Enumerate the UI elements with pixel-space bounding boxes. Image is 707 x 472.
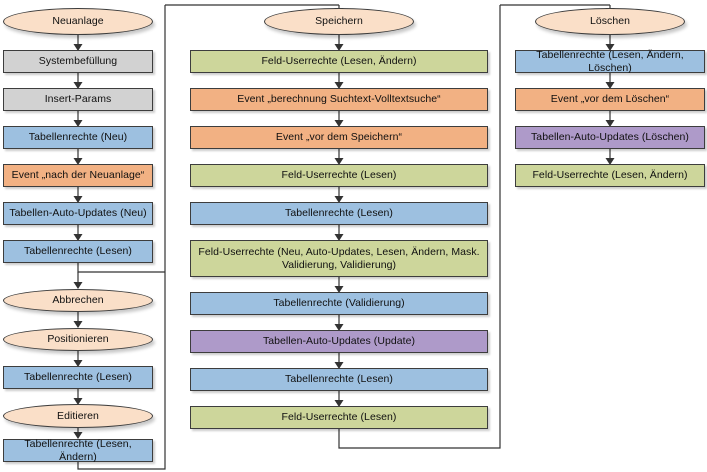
node-label: Feld-Userrechte (Lesen, Ändern) [261, 55, 417, 68]
node-feld-userrechte-lesen-aendern-right[interactable]: Feld-Userrechte (Lesen, Ändern) [515, 164, 705, 187]
node-label: Tabellenrechte (Lesen) [285, 373, 393, 386]
arrow-event-nach-neuanlage-auto-updates [73, 186, 83, 203]
node-event-berechnung-suchtext[interactable]: Event „berechnung Suchtext-Volltextsuche… [190, 88, 488, 111]
node-tabellenrechte-lesen-aendern-loeschen[interactable]: Tabellenrechte (Lesen, Ändern, Löschen) [515, 49, 705, 74]
arrow-tabellenrechte-lesen2-editieren [73, 388, 83, 405]
node-label: Tabellenrechte (Lesen, Ändern, Löschen) [536, 49, 684, 74]
arrow-feld-userrechte-lesen-tabellenrechte-lesen [334, 186, 344, 203]
arrow-feld-userrechte-multi-tabellenrechte-validierung [334, 276, 344, 293]
node-event-vor-dem-loeschen[interactable]: Event „vor dem Löschen“ [515, 88, 705, 111]
node-label: Feld-Userrechte (Lesen) [281, 169, 397, 182]
arrow-tabellenrechte-validierung-auto-updates-update [334, 314, 344, 331]
connector-speichern-bottom-return [338, 5, 501, 449]
node-label: Editieren [57, 409, 99, 422]
node-label: Speichern [315, 15, 363, 28]
node-label: Tabellen-Auto-Updates (Löschen) [531, 131, 689, 144]
node-tabellen-auto-updates-update[interactable]: Tabellen-Auto-Updates (Update) [190, 330, 488, 353]
node-label: Event „berechnung Suchtext-Volltextsuche… [237, 93, 441, 106]
node-feld-userrechte-lesen-2[interactable]: Feld-Userrechte (Lesen) [190, 406, 488, 429]
node-label: Feld-Userrechte (Lesen, Ändern) [532, 169, 688, 182]
node-label: Neuanlage [52, 15, 104, 28]
node-tabellenrechte-lesen-mid-1[interactable]: Tabellenrechte (Lesen) [190, 202, 488, 225]
node-neuanlage[interactable]: Neuanlage [3, 8, 153, 35]
node-tabellenrechte-lesen-2[interactable]: Tabellenrechte (Lesen) [3, 366, 153, 389]
node-label: Event „vor dem Löschen“ [550, 93, 670, 106]
node-label: Event „nach der Neuanlage“ [11, 169, 145, 182]
node-label: Tabellen-Auto-Updates (Neu) [9, 207, 147, 220]
node-systembefuellung[interactable]: Systembefüllung [3, 50, 153, 73]
arrow-tabellenrechte-lesen-feld-userrechte-multi [334, 224, 344, 241]
arrow-event-vor-speichern-feld-userrechte-lesen [334, 148, 344, 165]
arrow-neuanlage-systembefuellung [73, 34, 83, 51]
node-tabellenrechte-neu[interactable]: Tabellenrechte (Neu) [3, 126, 153, 149]
arrow-abbrechen-positionieren [73, 311, 83, 328]
arrow-auto-updates-loeschen-feld-userrechte [605, 148, 615, 165]
node-tabellenrechte-lesen-mid-2[interactable]: Tabellenrechte (Lesen) [190, 368, 488, 391]
node-tabellen-auto-updates-loeschen[interactable]: Tabellen-Auto-Updates (Löschen) [515, 126, 705, 149]
arrow-feld-userrechte-event-berechnung [334, 72, 344, 89]
arrow-tabellenrechte-neu-event-nach-neuanlage [73, 148, 83, 165]
arrow-tabellenrechte-event-vor-loeschen [605, 72, 615, 89]
connector-left-column-bottom-return [77, 5, 166, 470]
node-label: Löschen [589, 15, 631, 28]
node-event-vor-dem-speichern[interactable]: Event „vor dem Speichern“ [190, 126, 488, 149]
node-tabellenrechte-lesen-1[interactable]: Tabellenrechte (Lesen) [3, 240, 153, 263]
node-label: Tabellenrechte (Neu) [28, 131, 128, 144]
node-label: Positionieren [47, 333, 109, 346]
arrow-speichern-feld-userrechte-lesen-aendern [334, 34, 344, 51]
node-label: Tabellenrechte (Validierung) [273, 297, 405, 310]
node-tabellenrechte-lesen-aendern[interactable]: Tabellenrechte (Lesen, Ändern) [3, 438, 153, 463]
node-label: Tabellenrechte (Lesen) [24, 371, 132, 384]
node-label: Tabellenrechte (Lesen) [24, 245, 132, 258]
arrow-loeschen-tabellenrechte-lesen-aendern-loeschen [605, 34, 615, 51]
arrow-systembefuellung-insertparams [73, 72, 83, 89]
arrow-auto-updates-update-tabellenrechte-lesen3 [334, 352, 344, 369]
arrow-event-vor-loeschen-auto-updates-loeschen [605, 110, 615, 127]
node-label: Event „vor dem Speichern“ [275, 131, 403, 144]
node-label: Systembefüllung [38, 55, 118, 68]
connector-tabellenrechte-lesen-to-abbrechen-and-branch [73, 262, 165, 289]
node-speichern[interactable]: Speichern [264, 8, 414, 35]
node-feld-userrechte-lesen-aendern[interactable]: Feld-Userrechte (Lesen, Ändern) [190, 50, 488, 73]
node-label: Tabellenrechte (Lesen, Ändern) [24, 438, 132, 463]
node-editieren[interactable]: Editieren [3, 404, 153, 428]
node-label: Feld-Userrechte (Neu, Auto-Updates, Lese… [198, 246, 480, 271]
node-feld-userrechte-multi[interactable]: Feld-Userrechte (Neu, Auto-Updates, Lese… [190, 240, 488, 277]
node-label: Tabellenrechte (Lesen) [285, 207, 393, 220]
node-tabellenrechte-validierung[interactable]: Tabellenrechte (Validierung) [190, 292, 488, 315]
arrow-auto-updates-tabellenrechte-lesen [73, 224, 83, 241]
node-label: Insert-Params [44, 93, 112, 106]
arrow-insertparams-tabellenrechte-neu [73, 110, 83, 127]
node-abbrechen[interactable]: Abbrechen [3, 289, 153, 312]
node-feld-userrechte-lesen-1[interactable]: Feld-Userrechte (Lesen) [190, 164, 488, 187]
arrow-positionieren-tabellenrechte-lesen2 [73, 350, 83, 367]
node-positionieren[interactable]: Positionieren [3, 328, 153, 351]
node-event-nach-der-neuanlage[interactable]: Event „nach der Neuanlage“ [3, 164, 153, 187]
arrow-event-berechnung-event-vor-speichern [334, 110, 344, 127]
node-label: Tabellen-Auto-Updates (Update) [262, 335, 416, 348]
arrow-editieren-tabellenrechte-lesen-aendern [73, 427, 83, 439]
arrow-tabellenrechte-lesen3-feld-userrechte-lesen2 [334, 390, 344, 407]
node-insert-params[interactable]: Insert-Params [3, 88, 153, 111]
node-label: Abbrechen [52, 294, 104, 307]
node-loeschen[interactable]: Löschen [535, 8, 685, 35]
node-label: Feld-Userrechte (Lesen) [281, 411, 397, 424]
node-tabellen-auto-updates-neu[interactable]: Tabellen-Auto-Updates (Neu) [3, 202, 153, 225]
